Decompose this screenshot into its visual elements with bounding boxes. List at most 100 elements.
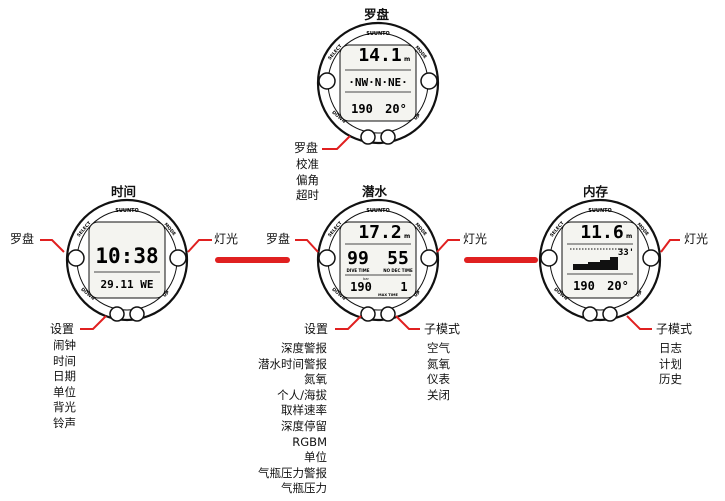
compass-device: SUUNTO SELECT MODE DOWN UP 14.1 m ·NW·N·…	[316, 21, 440, 145]
memory-submode-label: 子模式	[656, 322, 693, 336]
dive-time-label: DIVE TIME	[347, 268, 370, 273]
dive-up-button[interactable]	[380, 306, 396, 322]
dive-right-callout	[436, 239, 460, 253]
dive-no-dec-label: NO DEC TIME	[383, 268, 413, 273]
time-brand: SUUNTO	[115, 208, 139, 214]
dive-depth-unit: m	[404, 233, 410, 240]
compass-temp: 20°	[385, 102, 407, 116]
list-item: 气瓶压力	[281, 481, 327, 496]
compass-sub-callout	[322, 135, 351, 150]
list-item: 校准	[296, 157, 319, 171]
time-settings-label: 设置	[50, 322, 75, 336]
dive-submode-callout	[395, 315, 420, 330]
list-item: 铃声	[53, 415, 76, 430]
dive-right-label: 灯光	[463, 232, 488, 246]
list-item: RGBM	[292, 434, 327, 449]
compass-depth-unit: m	[404, 56, 410, 63]
time-left-label: 罗盘	[10, 232, 35, 246]
dive-max-time-label: MAX TIME	[378, 293, 398, 297]
dive-select-button[interactable]	[318, 249, 336, 267]
compass-mode-button[interactable]	[420, 72, 438, 90]
compass-options-list: 校准 偏角 超时	[296, 157, 319, 204]
dive-left-big: 99	[347, 248, 369, 269]
time-right-label: 灯光	[214, 232, 239, 246]
dive-depth: 17.2	[358, 222, 401, 243]
dive-title: 潜水	[362, 184, 388, 199]
time-down-button[interactable]	[109, 306, 125, 322]
list-item: 闹钟	[53, 338, 76, 352]
list-item: 单位	[304, 450, 327, 465]
compass-select-button[interactable]	[318, 72, 336, 90]
list-item: 仪表	[427, 372, 450, 387]
dive-settings-callout	[335, 315, 362, 330]
list-item: 时间	[53, 353, 76, 368]
memory-dive-profile	[573, 257, 618, 270]
memory-temp: 20°	[607, 279, 629, 293]
memory-side-depth: 33'	[618, 248, 634, 258]
time-up-button[interactable]	[129, 306, 145, 322]
memory-right-label: 灯光	[684, 232, 709, 246]
dive-bottom-right: 1	[400, 280, 407, 294]
list-item: 气瓶压力警报	[258, 465, 327, 480]
dive-bottom-left: 190	[350, 280, 372, 294]
dive-up-label: UP	[413, 289, 423, 299]
time-right-callout	[187, 239, 212, 253]
list-item: 深度警报	[281, 341, 327, 355]
list-item: 取样速率	[281, 403, 327, 418]
compass-brand: SUUNTO	[366, 31, 390, 37]
compass-title: 罗盘	[364, 7, 390, 22]
list-item: 偏角	[296, 172, 319, 187]
list-item: 氮氧	[427, 356, 450, 371]
memory-mode-button[interactable]	[642, 249, 660, 267]
memory-depth-unit: m	[626, 233, 632, 240]
compass-up-button[interactable]	[380, 129, 396, 145]
list-item: 关闭	[427, 387, 450, 402]
time-settings-callout	[80, 315, 107, 330]
dive-left-label: 罗盘	[266, 232, 291, 246]
memory-select-button[interactable]	[540, 249, 558, 267]
time-date: 29.11 WE	[101, 278, 154, 291]
list-item: 日志	[659, 341, 682, 355]
memory-bottom-left: 190	[573, 279, 595, 293]
list-item: 个人/海拔	[277, 387, 327, 402]
dive-settings-label: 设置	[304, 322, 329, 336]
compass-down-button[interactable]	[360, 129, 376, 145]
memory-submode-callout	[626, 315, 652, 330]
compass-lcd	[339, 44, 417, 122]
time-title: 时间	[111, 184, 137, 199]
compass-sub-label: 罗盘	[294, 141, 319, 155]
dive-submode-label: 子模式	[424, 322, 461, 336]
dive-mode-button[interactable]	[420, 249, 438, 267]
compass-depth: 14.1	[358, 45, 401, 66]
dive-down-button[interactable]	[360, 306, 376, 322]
dive-settings-list: 深度警报 潜水时间警报 氮氧 个人/海拔 取样速率 深度停留 RGBM 单位 气…	[258, 341, 327, 497]
time-select-button[interactable]	[67, 249, 85, 267]
dive-lcd	[339, 221, 417, 299]
compass-up-label: UP	[413, 112, 423, 122]
memory-down-button[interactable]	[582, 306, 598, 322]
memory-up-button[interactable]	[602, 306, 618, 322]
list-item: 单位	[53, 384, 76, 399]
dive-bar-label: bar	[363, 277, 369, 281]
time-left-callout	[40, 239, 65, 253]
memory-device: SUUNTO SELECT MODE DOWN UP 11.6 m 33' 19…	[538, 198, 662, 322]
time-clock: 10:38	[95, 244, 158, 268]
memory-up-label: UP	[635, 289, 645, 299]
time-mode-button[interactable]	[169, 249, 187, 267]
list-item: 潜水时间警报	[258, 356, 327, 371]
compass-bearing: 190	[351, 102, 373, 116]
dive-submodes-list: 空气 氮氧 仪表 关闭	[427, 341, 450, 403]
memory-submodes-list: 日志 计划 历史	[659, 341, 682, 388]
list-item: 氮氧	[304, 372, 327, 387]
time-lcd	[88, 221, 166, 299]
memory-right-callout	[660, 239, 680, 253]
dive-device: SUUNTO SELECT MODE DOWN UP 17.2 m 99 55 …	[316, 198, 440, 322]
memory-title: 内存	[583, 184, 609, 199]
dive-brand: SUUNTO	[366, 208, 390, 214]
time-up-label: UP	[162, 289, 172, 299]
list-item: 背光	[53, 400, 76, 415]
time-settings-list: 闹钟 时间 日期 单位 背光 铃声	[53, 338, 76, 432]
list-item: 日期	[53, 369, 76, 384]
memory-depth: 11.6	[580, 222, 623, 243]
